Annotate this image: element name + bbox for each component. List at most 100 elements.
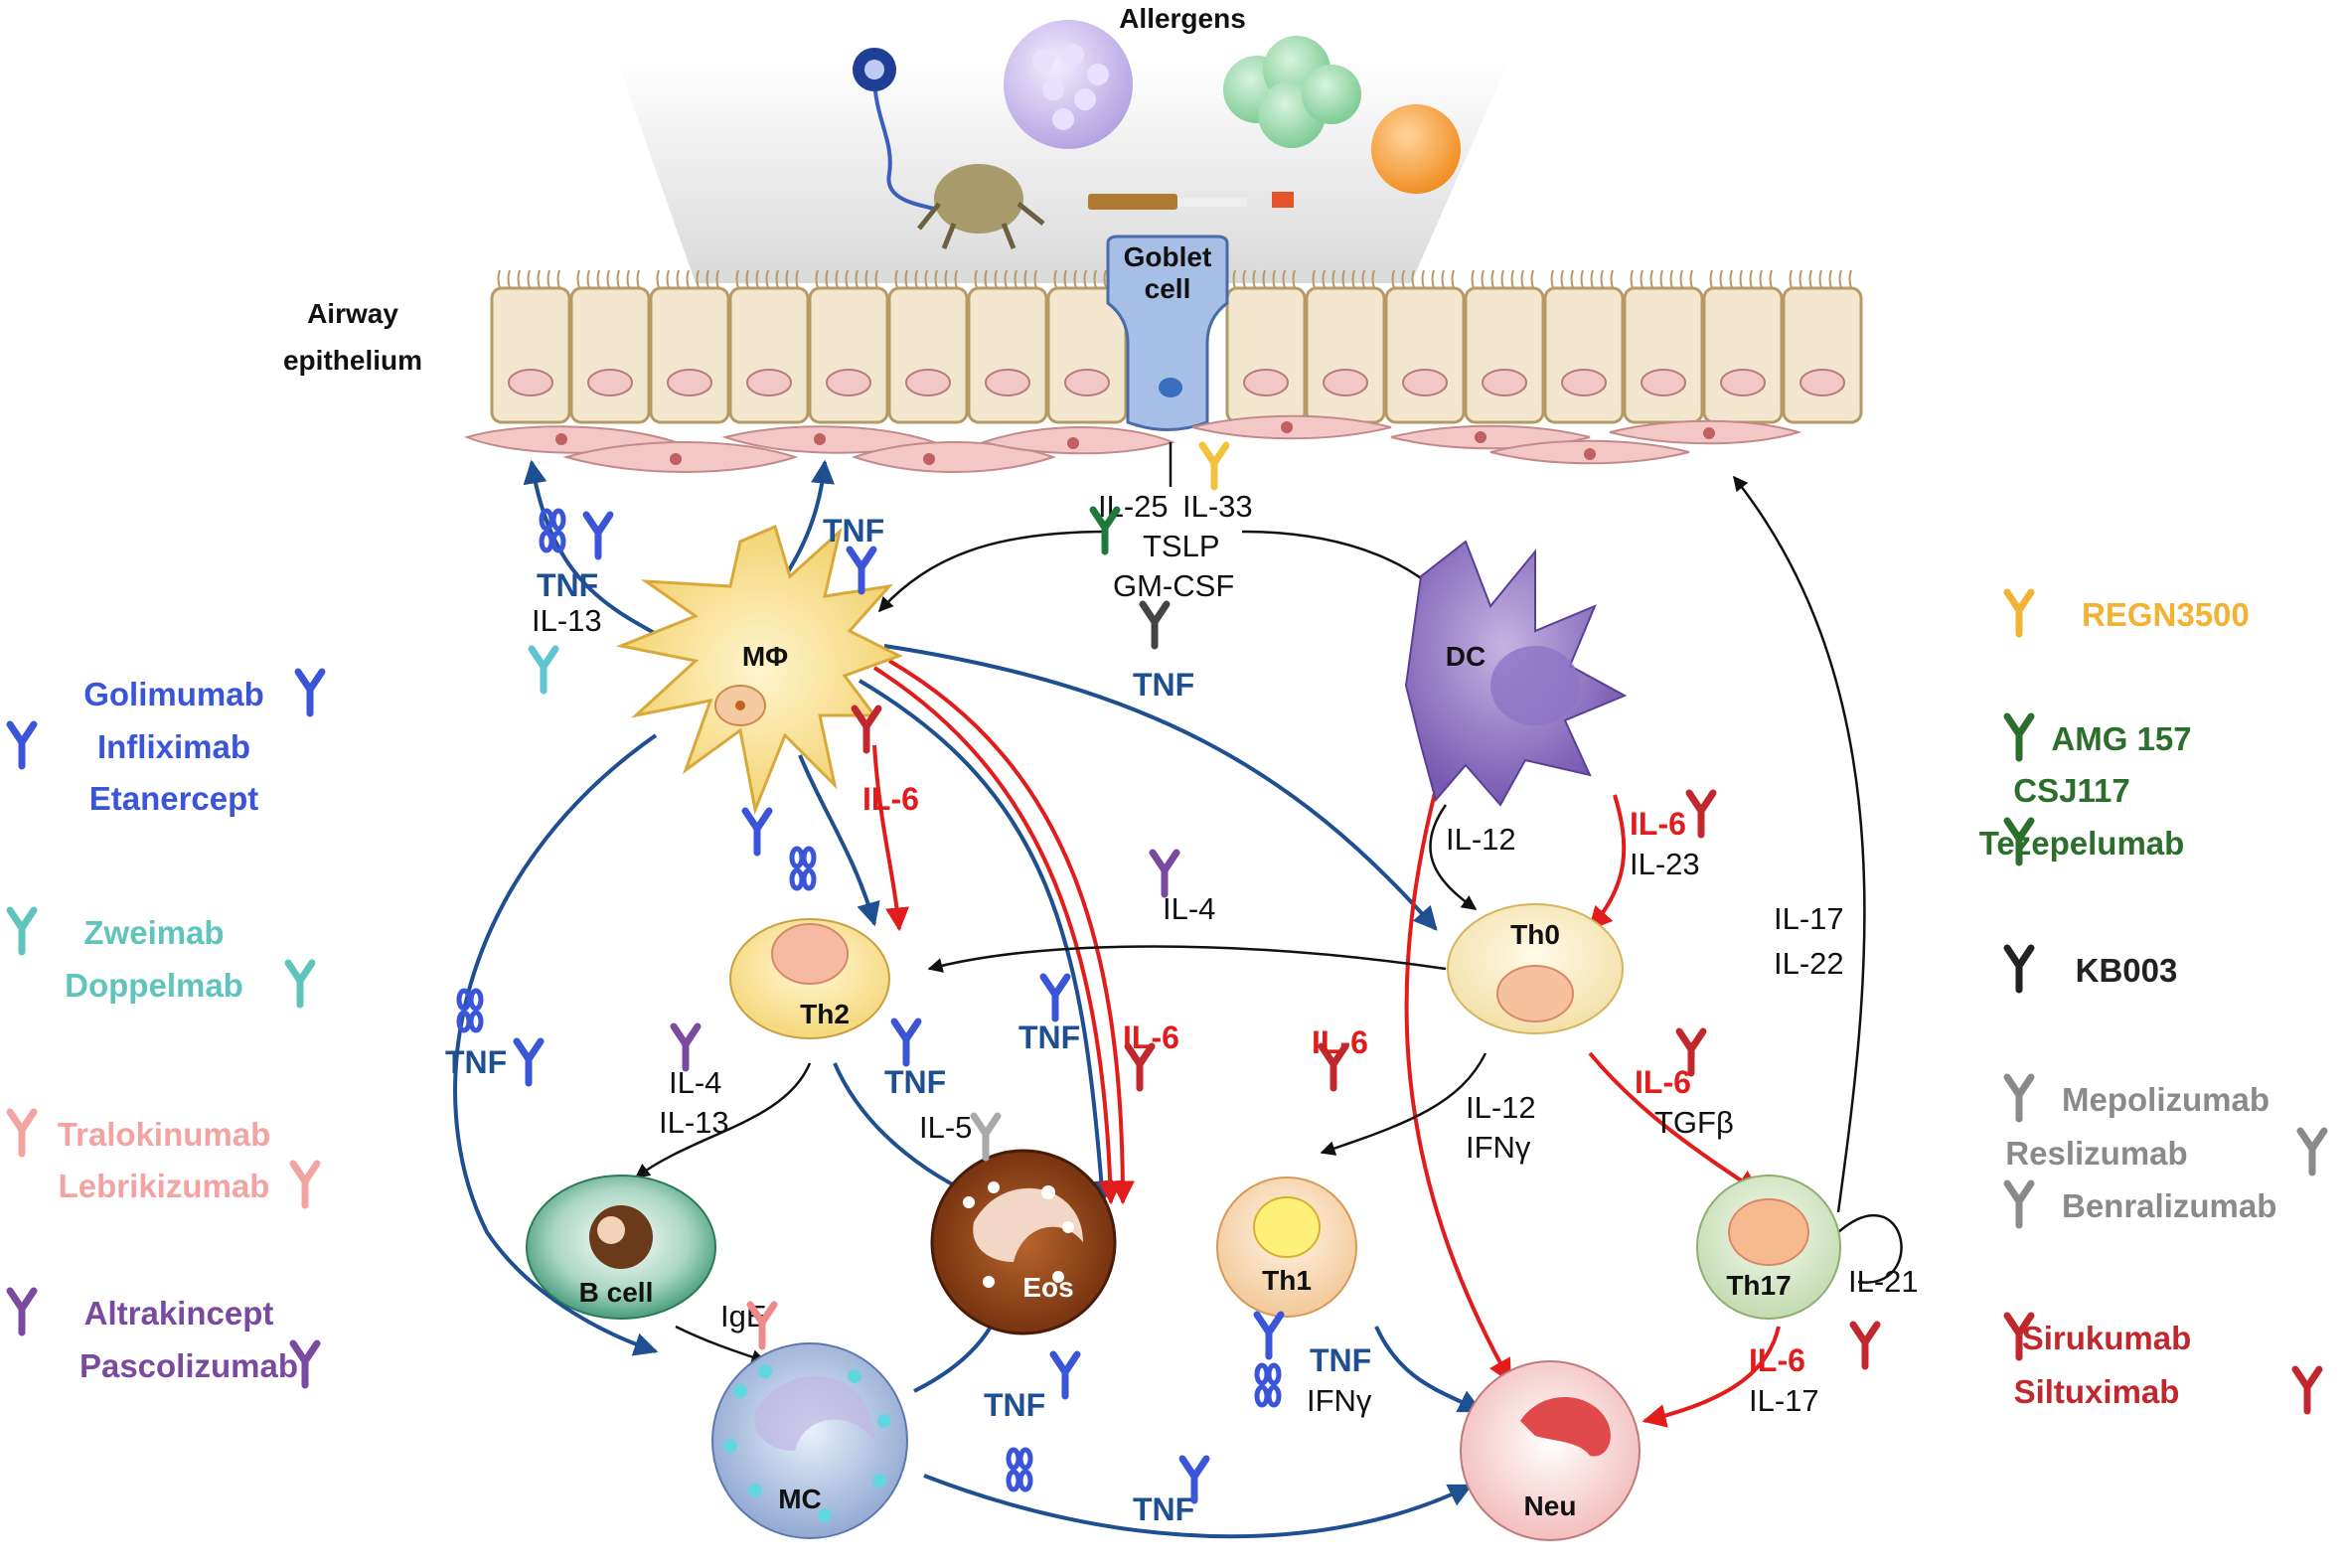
arrow-th17-loop (1837, 1214, 1903, 1284)
antibody-icon (298, 672, 322, 713)
ifng-label-neu: IFNγ (1307, 1383, 1372, 1418)
dendritic-cell: DC (1404, 540, 1628, 807)
cell-nucleus (985, 369, 1030, 396)
arrow-mac-eos (858, 679, 1114, 1205)
il23-label: IL-23 (1630, 847, 1700, 881)
cigarette-icon (1088, 192, 1294, 210)
il33-label: IL-33 (1182, 489, 1253, 524)
antibody-icon (850, 549, 873, 591)
legend-item: REGN3500 (2082, 596, 2250, 633)
goblet-cell: Goblet cell (1106, 235, 1229, 431)
goblet-label: Goblet (1124, 241, 1212, 272)
il17-label-top: IL-17 (1774, 901, 1844, 936)
antibody-icon (2007, 716, 2031, 758)
cilia (1232, 269, 1296, 289)
antibody-icon (2007, 948, 2031, 990)
arrow-th17-epi (1733, 475, 1866, 1213)
tnf-label-eos: TNF (1018, 1019, 1080, 1055)
legend-item: Doppelmab (65, 967, 243, 1004)
arrow-mac-eos-il6-a (872, 666, 1123, 1205)
cell-nucleus (667, 369, 712, 396)
arrow-mac-th2-il6 (872, 744, 909, 932)
antibody-icon (1853, 1325, 1877, 1366)
il13-label-b: IL-13 (659, 1105, 729, 1140)
il22-label: IL-22 (1774, 946, 1844, 981)
cell-nucleus (746, 369, 792, 396)
cell-nucleus (1482, 369, 1527, 396)
epithelial-cell (728, 286, 810, 424)
legend-item: Pascolizumab (79, 1347, 298, 1384)
cell-nucleus (1243, 369, 1289, 396)
epithelial-cell (1225, 286, 1307, 424)
arrow-dc-th0-il6 (1588, 794, 1627, 931)
cell-nucleus (1641, 369, 1686, 396)
macrophage: MΦ (615, 524, 903, 816)
spore-cluster-icon (1223, 36, 1361, 148)
epithelial-cell (1623, 286, 1704, 424)
cilia (1709, 269, 1773, 289)
diagram-antibodies (459, 445, 1877, 1500)
tnf-label-th1: TNF (1310, 1342, 1371, 1378)
il12-label-dc: IL-12 (1446, 822, 1516, 857)
legend-item: Sirukumab (2022, 1320, 2192, 1356)
th17-label: Th17 (1726, 1270, 1791, 1301)
arrow-epi-mac (877, 530, 1109, 613)
th2-cell: Th2 (729, 918, 890, 1039)
cilia (735, 269, 799, 289)
antibody-icon (1053, 1354, 1077, 1396)
arrow-bcell-mc (675, 1325, 767, 1364)
cell-nucleus (826, 369, 871, 396)
cilia (656, 269, 719, 289)
mac-label: MΦ (742, 641, 788, 672)
cilia (1630, 269, 1693, 289)
legend-item: Reslizumab (2005, 1135, 2187, 1172)
antibody-icon (2007, 592, 2031, 634)
antibody-icon (1153, 853, 1176, 894)
tnf-label-center: TNF (1133, 667, 1194, 703)
cell-nucleus (1561, 369, 1607, 396)
antibody-icon (1043, 977, 1067, 1019)
legend-item: Lebrikizumab (59, 1168, 270, 1204)
arrow-th17-neu (1642, 1326, 1781, 1428)
cilia (497, 269, 560, 289)
antibody-icon (1257, 1315, 1281, 1356)
spiky-pollen-icon (1371, 104, 1461, 194)
goblet-label-2: cell (1145, 273, 1191, 304)
antibody-icon (293, 1164, 317, 1205)
epithelial-cell (1384, 286, 1466, 424)
bcell-label: B cell (579, 1277, 654, 1308)
etanercept-icon (1257, 1365, 1279, 1405)
arrow-mc-neu (923, 1474, 1474, 1539)
cilia (894, 269, 958, 289)
th0-label: Th0 (1510, 919, 1560, 950)
cell-nucleus (1064, 369, 1110, 396)
cilia (1550, 269, 1614, 289)
mite-icon (917, 164, 1045, 249)
antibody-icon (2007, 1077, 2031, 1119)
mast-cell: MC (711, 1342, 908, 1539)
tnf-label-mac: TNF (823, 513, 884, 549)
arrow-th2-bcell (634, 1062, 812, 1179)
epithelial-cell (1782, 286, 1863, 424)
il12-label-th1: IL-12 (1466, 1090, 1536, 1125)
il6-label-th17-neu: IL-6 (1749, 1342, 1805, 1378)
epithelial-cell (887, 286, 969, 424)
legend-item: AMG 157 (2051, 720, 2191, 757)
epithelial-cell (649, 286, 730, 424)
tnf-label-bottom: TNF (1133, 1491, 1194, 1527)
tgfb-label: TGFβ (1654, 1105, 1734, 1140)
tnf-label-lower-left: TNF (445, 1044, 507, 1080)
th1-cell: Th1 (1216, 1176, 1357, 1318)
dc-label: DC (1446, 641, 1486, 672)
arrow-dc-th0-il12 (1429, 804, 1478, 911)
b-cell: B cell (526, 1175, 716, 1320)
arrow-th0-th17 (1588, 1051, 1761, 1194)
antibody-icon (674, 1026, 698, 1068)
pollen-icon (1004, 20, 1133, 149)
arrow-th0-th1 (1320, 1052, 1487, 1156)
cilia (1312, 269, 1375, 289)
antibody-icon (586, 515, 610, 556)
arrow-th0-th2 (927, 945, 1447, 973)
